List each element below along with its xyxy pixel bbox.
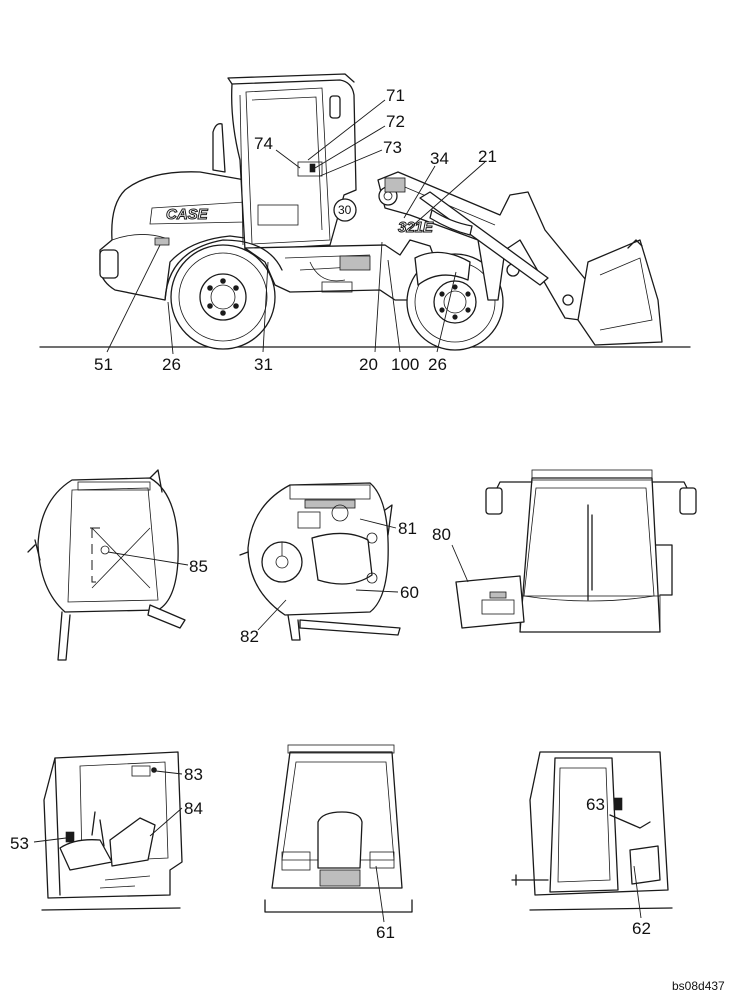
speed-decal-text: 30 — [338, 203, 352, 217]
callout-62: 62 — [632, 919, 651, 938]
mirror-left — [485, 487, 503, 515]
steering-column — [609, 814, 651, 829]
lift-cylinder — [419, 191, 549, 286]
cab-door — [245, 87, 331, 245]
callout-61: 61 — [376, 923, 395, 942]
cab-handle — [329, 95, 341, 119]
cab-top-view-middle — [239, 482, 401, 641]
callout-84: 84 — [184, 799, 203, 818]
callout-82: 82 — [240, 627, 259, 646]
side-view-leaders — [106, 99, 486, 355]
rear-light — [99, 249, 119, 279]
callout-74: 74 — [254, 134, 273, 153]
rear-seat — [317, 811, 363, 869]
decal-panel-80 — [455, 575, 525, 629]
cab-rear-view — [264, 744, 413, 923]
callout-numbers: 71 72 73 74 34 21 51 26 31 20 100 26 85 … — [10, 86, 651, 942]
model-decal: 321E — [398, 219, 434, 236]
callout-53: 53 — [10, 834, 29, 853]
cab-side-left — [33, 751, 183, 911]
cab — [231, 79, 357, 251]
exhaust-stack — [212, 123, 226, 173]
callout-85: 85 — [189, 557, 208, 576]
rear-badge — [154, 237, 170, 246]
callout-31: 31 — [254, 355, 273, 374]
callout-26-rear: 26 — [162, 355, 181, 374]
callout-72: 72 — [386, 112, 405, 131]
front-fender — [414, 251, 471, 286]
loader-side-view: CASE 30 — [39, 73, 691, 351]
cab-top-view-left — [27, 469, 189, 661]
cab-door-right — [549, 757, 619, 893]
mirror-right — [679, 487, 697, 515]
callout-71: 71 — [386, 86, 405, 105]
rear-wheel — [170, 244, 276, 350]
engine-hood — [99, 171, 246, 301]
brand-decal: CASE — [166, 206, 209, 223]
callout-63: 63 — [586, 795, 605, 814]
cab-side-right — [511, 751, 673, 919]
drawing-code: bs08d437 — [672, 979, 725, 993]
callout-20: 20 — [359, 355, 378, 374]
callout-34: 34 — [430, 149, 449, 168]
console-left — [59, 839, 113, 871]
seat-top — [311, 532, 373, 585]
step — [147, 604, 186, 629]
callout-83: 83 — [184, 765, 203, 784]
callout-26-front: 26 — [428, 355, 447, 374]
callout-80: 80 — [432, 525, 451, 544]
speed-decal — [333, 198, 357, 222]
callout-51: 51 — [94, 355, 113, 374]
callout-81: 81 — [398, 519, 417, 538]
callout-60: 60 — [400, 583, 419, 602]
cab-decal-74 — [297, 161, 323, 177]
rear-fender — [164, 239, 283, 301]
bucket — [577, 239, 663, 346]
seat-side — [109, 817, 156, 867]
callout-21: 21 — [478, 147, 497, 166]
fender-decal — [257, 204, 299, 226]
callout-73: 73 — [383, 138, 402, 157]
cab-front-view — [451, 469, 697, 633]
grab-handle — [655, 544, 673, 596]
hose-block — [339, 255, 371, 271]
callout-100: 100 — [391, 355, 419, 374]
